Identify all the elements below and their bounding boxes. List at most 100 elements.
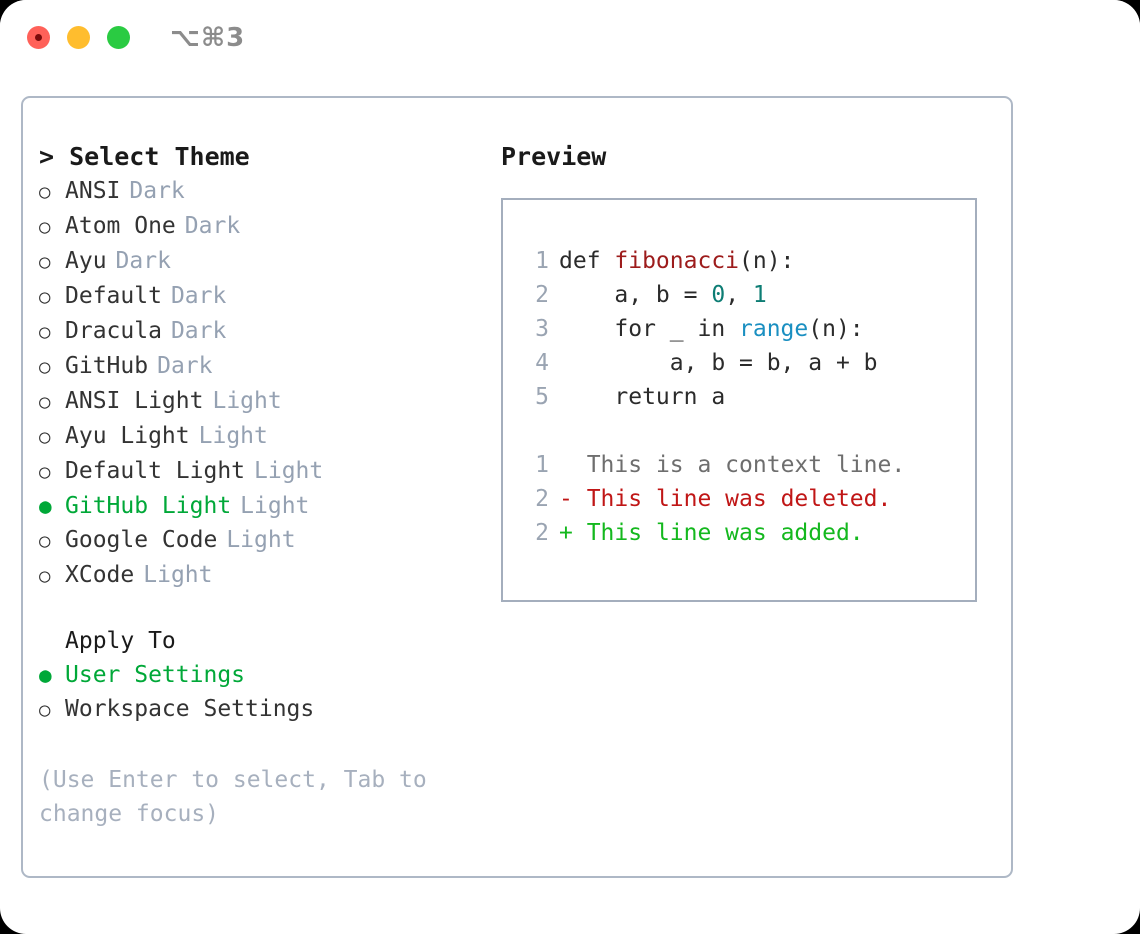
apply-to-group: Apply To ● User Settings ○ Workspace Settin… (39, 624, 479, 727)
theme-list-item[interactable]: ○ Atom One Dark (39, 209, 479, 244)
theme-variant-badge: Light (212, 388, 282, 414)
radio-unselected-icon: ○ (39, 391, 51, 413)
code-token: a, b = (559, 282, 712, 308)
theme-name-label: Google Code (65, 527, 218, 553)
theme-name-label: ANSI Light (65, 388, 204, 414)
theme-variant-badge: Dark (170, 318, 227, 344)
diff-line-number: 1 (535, 452, 549, 478)
diff-line-text: This line was deleted. (586, 486, 892, 512)
code-line-number: 4 (535, 350, 549, 376)
theme-list-item[interactable]: ○ Dracula Dark (39, 314, 479, 349)
code-line: 2 a, b = 0, 1 (503, 278, 975, 312)
diff-line: 2- This line was deleted. (503, 482, 975, 516)
theme-name-label: Atom One (65, 213, 176, 239)
diff-sample: 1 This is a context line.2- This line wa… (503, 448, 975, 550)
theme-name-label: XCode (65, 562, 135, 588)
close-window-button[interactable] (27, 26, 50, 49)
diff-line-text: This is a context line. (586, 452, 906, 478)
radio-unselected-icon: ○ (39, 426, 51, 448)
code-token: , (725, 282, 753, 308)
theme-name-label: GitHub Light (65, 493, 232, 519)
apply-to-option-label: User Settings (65, 662, 246, 688)
theme-list-item[interactable]: ○ Ayu Dark (39, 244, 479, 279)
code-token: 0 (711, 282, 726, 308)
theme-variant-badge: Dark (184, 213, 241, 239)
code-line-number: 1 (535, 248, 549, 274)
theme-list-item[interactable]: ○ XCode Light (39, 558, 479, 593)
code-line: 5 return a (503, 380, 975, 414)
theme-variant-badge: Light (143, 562, 213, 588)
code-token: (n): (808, 316, 864, 342)
theme-variant-badge: Dark (115, 248, 171, 274)
code-line-number: 2 (535, 282, 549, 308)
select-theme-header: > Select Theme (39, 142, 250, 171)
theme-variant-badge: Light (226, 527, 296, 553)
maximize-window-button[interactable] (107, 26, 130, 49)
theme-variant-badge: Light (198, 423, 268, 449)
code-line: 4 a, b = b, a + b (503, 346, 975, 380)
traffic-light-group (27, 26, 130, 49)
theme-name-label: Dracula (65, 318, 162, 344)
diff-sign (559, 448, 587, 482)
radio-unselected-icon: ○ (39, 286, 51, 308)
apply-to-option[interactable]: ○ Workspace Settings (39, 692, 479, 727)
code-token: (n): (739, 248, 795, 274)
apply-to-option-label: Workspace Settings (65, 696, 315, 722)
title-bar: ⌥⌘3 (0, 0, 1140, 78)
code-token: 1 (752, 282, 767, 308)
diff-sign: - (559, 486, 587, 512)
theme-variant-badge: Dark (129, 178, 185, 204)
minimize-window-button[interactable] (67, 26, 90, 49)
diff-line-number: 2 (535, 486, 549, 512)
theme-list-item[interactable]: ○ ANSI Dark (39, 174, 479, 209)
theme-name-label: ANSI (65, 178, 121, 204)
radio-selected-icon: ● (39, 494, 52, 518)
radio-unselected-icon: ○ (39, 251, 51, 273)
preview-spacer (503, 414, 975, 448)
diff-line-number: 2 (535, 520, 549, 546)
theme-list-item[interactable]: ○ Ayu Light Light (39, 419, 479, 454)
diff-line-text: This line was added. (586, 520, 864, 546)
theme-name-label: Ayu (65, 248, 107, 274)
apply-to-option[interactable]: ● User Settings (39, 658, 479, 692)
radio-unselected-icon: ○ (39, 321, 51, 343)
code-token: fibonacci (614, 248, 740, 274)
theme-variant-badge: Dark (157, 353, 213, 379)
theme-name-label: GitHub (65, 353, 149, 379)
code-line-number: 5 (535, 384, 549, 410)
radio-unselected-icon: ○ (39, 699, 51, 721)
preview-title: Preview (501, 142, 607, 171)
radio-selected-icon: ● (39, 663, 52, 687)
radio-unselected-icon: ○ (39, 565, 51, 587)
theme-name-label: Ayu Light (65, 423, 190, 449)
theme-name-label: Default (65, 283, 162, 309)
theme-list-item[interactable]: ○ Default Dark (39, 279, 479, 314)
theme-list-item[interactable]: ● GitHub Light Light (39, 489, 479, 523)
apply-to-options: ● User Settings ○ Workspace Settings (39, 658, 479, 727)
code-token: for _ in (559, 316, 740, 342)
apply-to-title: Apply To (65, 628, 176, 654)
theme-variant-badge: Light (240, 493, 310, 519)
keyboard-hint-text: (Use Enter to select, Tab to change focu… (39, 767, 427, 827)
radio-unselected-icon: ○ (39, 216, 51, 238)
code-token: def (559, 248, 615, 274)
code-token: range (739, 316, 809, 342)
diff-line: 1 This is a context line. (503, 448, 975, 482)
code-token: return a (559, 384, 726, 410)
radio-unselected-icon: ○ (39, 181, 51, 203)
theme-variant-badge: Dark (170, 283, 227, 309)
code-line-number: 3 (535, 316, 549, 342)
diff-line: 2 + This line was added. (503, 516, 975, 550)
keyboard-shortcut-label: ⌥⌘3 (170, 23, 246, 53)
diff-sign: + (559, 520, 587, 546)
theme-list-item[interactable]: ○ ANSI Light Light (39, 384, 479, 419)
